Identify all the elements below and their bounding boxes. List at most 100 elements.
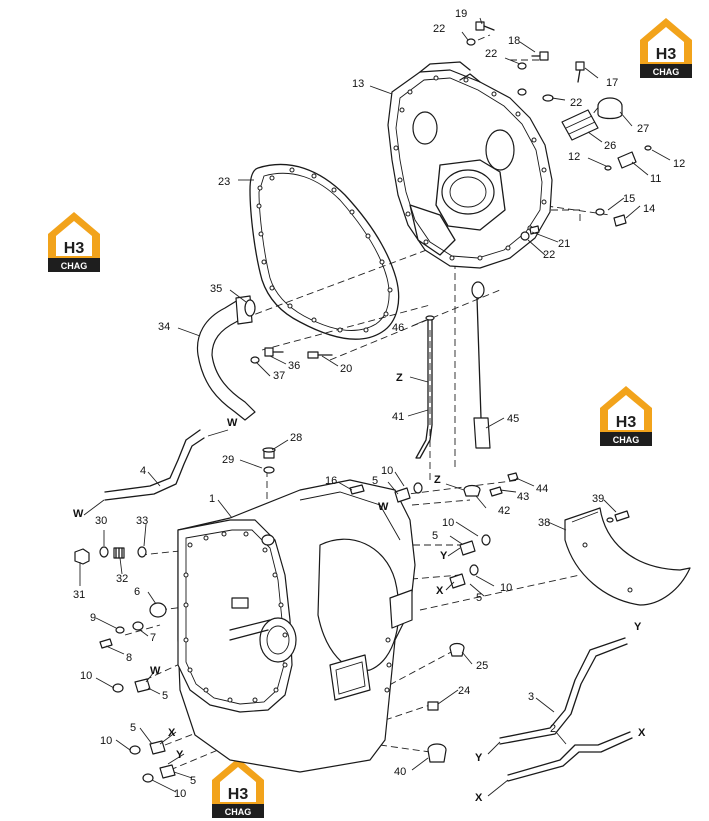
callout-38: 38 [538,517,550,529]
callout-4: 4 [140,465,146,477]
callout-22: 22 [433,23,445,35]
callout-15: 15 [623,193,635,205]
callout-20: 20 [340,363,352,375]
callout-27: 27 [637,123,649,135]
callout-23: 23 [218,176,230,188]
callout-36: 36 [288,360,300,372]
callout-18: 18 [508,35,520,47]
callout-5: 5 [432,530,438,542]
callout-3: 3 [528,691,534,703]
leader-lines [79,17,671,797]
logo-mark: H3 [64,240,85,257]
callout-44: 44 [536,483,548,495]
callout-16: 16 [325,475,337,487]
callout-letter-y: Y [440,550,448,562]
callout-41: 41 [392,411,404,423]
callout-10: 10 [442,517,454,529]
fittings-left [74,546,176,783]
callout-letter-z: Z [396,372,403,384]
callout-12: 12 [673,158,685,170]
callout-letter-x: X [638,727,646,739]
tube-4 [104,429,205,501]
gasket-23 [249,163,400,340]
callout-34: 34 [158,321,170,333]
callout-10: 10 [100,735,112,747]
callout-5: 5 [162,690,168,702]
callout-8: 8 [126,652,132,664]
callout-46: 46 [392,322,404,334]
watermark-logo: H3 CHAG [600,386,652,446]
callout-33: 33 [136,515,148,527]
callout-6: 6 [134,586,140,598]
watermark-logo: H3 CHAG [640,18,692,78]
callout-19: 19 [455,8,467,20]
callout-labels: 19 22 18 22 13 17 22 27 26 12 12 11 15 1… [73,8,685,804]
callout-22: 22 [543,249,555,261]
callout-35: 35 [210,283,222,295]
callout-10: 10 [174,788,186,800]
callout-5: 5 [476,592,482,604]
callout-22: 22 [570,97,582,109]
callout-5: 5 [190,775,196,787]
callout-45: 45 [507,413,519,425]
tube-2 [507,731,633,782]
callout-letter-y: Y [475,752,483,764]
callout-32: 32 [116,573,128,585]
callout-30: 30 [95,515,107,527]
logo-mark: H3 [656,46,677,63]
dipstick-45 [471,281,491,449]
callout-24: 24 [458,685,470,697]
callout-letter-y: Y [176,749,184,761]
logo-word: CHAG [61,261,88,271]
callout-22: 22 [485,48,497,60]
fittings-36-37-20 [250,347,333,364]
housing-1-bolt-holes [183,531,392,703]
callout-letter-w: W [73,508,84,520]
logo-word: CHAG [653,67,680,77]
watermark-logo: H3 CHAG [48,212,100,272]
callout-letter-x: X [168,727,176,739]
converter-housing-13 [387,61,553,269]
callout-10: 10 [80,670,92,682]
tube-3 [499,637,628,745]
transmission-housing-1 [177,479,416,773]
callout-5: 5 [372,475,378,487]
callout-1: 1 [209,493,215,505]
callout-13: 13 [352,78,364,90]
fittings-right [262,447,519,763]
callout-2: 2 [550,723,556,735]
callout-21: 21 [558,238,570,250]
logo-mark: H3 [616,414,637,431]
logo-word: CHAG [613,435,640,445]
pipe-34 [196,295,256,421]
callout-39: 39 [592,493,604,505]
callout-7: 7 [150,632,156,644]
callout-5: 5 [130,722,136,734]
callout-14: 14 [643,203,655,215]
callout-29: 29 [222,454,234,466]
callout-11: 11 [650,173,661,185]
callout-26: 26 [604,140,616,152]
logo-word: CHAG [225,807,252,817]
callout-25: 25 [476,660,488,672]
callout-9: 9 [90,612,96,624]
small-hardware-top-right [466,21,652,241]
callout-40: 40 [394,766,406,778]
callout-letter-y: Y [634,621,642,633]
callout-31: 31 [73,589,85,601]
callout-letter-x: X [436,585,444,597]
watermark-logo: H3 CHAG [212,758,264,818]
gasket-bolt-holes [256,167,393,333]
callout-letter-w: W [150,665,161,677]
callout-12: 12 [568,151,580,163]
callout-43: 43 [517,491,529,503]
callout-10: 10 [500,582,512,594]
callout-letter-w: W [378,501,389,513]
shield-38 [564,507,691,606]
callout-letter-z: Z [434,474,441,486]
callout-10: 10 [381,465,393,477]
filler-tube-41 [415,315,435,459]
callout-37: 37 [273,370,285,382]
logo-mark: H3 [228,786,249,803]
